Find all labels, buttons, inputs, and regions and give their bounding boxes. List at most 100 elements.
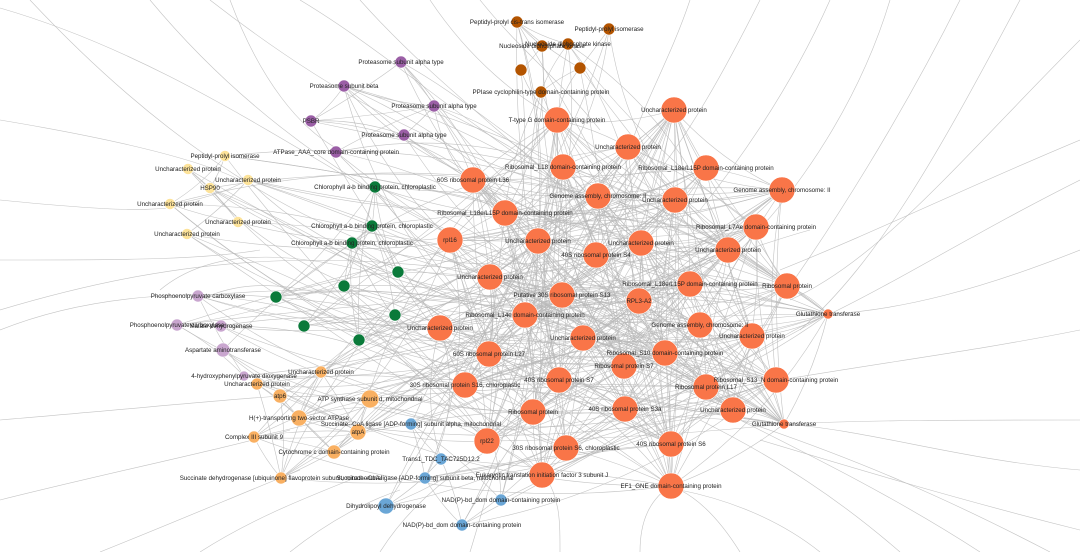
node-r15[interactable] — [714, 236, 742, 264]
node-p2[interactable] — [337, 79, 351, 93]
node-g5[interactable] — [337, 279, 351, 293]
node-b5[interactable] — [377, 497, 395, 515]
edge — [488, 353, 785, 425]
edge — [500, 240, 539, 501]
node-r28[interactable] — [651, 339, 679, 367]
node-n3[interactable] — [535, 39, 549, 53]
node-n7[interactable] — [534, 85, 548, 99]
node-o4[interactable] — [360, 389, 380, 409]
node-r40[interactable] — [528, 461, 556, 489]
node-r3[interactable] — [614, 133, 642, 161]
node-r29[interactable] — [610, 352, 638, 380]
node-b3[interactable] — [418, 471, 432, 485]
node-g9[interactable] — [352, 333, 366, 347]
node-r16[interactable] — [582, 241, 610, 269]
node-r33[interactable] — [692, 373, 720, 401]
node-l5[interactable] — [238, 370, 250, 382]
node-r4[interactable] — [549, 153, 577, 181]
node-y5[interactable] — [164, 198, 176, 210]
node-o9[interactable] — [274, 471, 288, 485]
node-r30[interactable] — [545, 366, 573, 394]
node-r5[interactable] — [692, 154, 720, 182]
node-y2[interactable] — [182, 163, 194, 175]
node-g2[interactable] — [365, 219, 379, 233]
node-r8[interactable] — [584, 182, 612, 210]
node-o6[interactable] — [247, 430, 261, 444]
node-r24[interactable] — [686, 311, 714, 339]
node-r41[interactable] — [657, 472, 685, 500]
node-g3[interactable] — [345, 236, 359, 250]
node-s1[interactable] — [822, 308, 834, 320]
node-g8[interactable] — [297, 319, 311, 333]
node-l3[interactable] — [214, 319, 228, 333]
node-r21[interactable] — [625, 287, 653, 315]
node-r13[interactable] — [524, 227, 552, 255]
node-r20[interactable] — [548, 281, 576, 309]
node-r19[interactable] — [773, 272, 801, 300]
node-g1[interactable] — [368, 180, 382, 194]
node-r25[interactable] — [569, 324, 597, 352]
node-l4[interactable] — [215, 342, 231, 358]
node-b2[interactable] — [434, 452, 448, 466]
node-r39[interactable] — [657, 430, 685, 458]
node-y1[interactable] — [219, 150, 231, 162]
node-b6[interactable] — [455, 518, 469, 532]
node-o7[interactable] — [349, 423, 367, 441]
node-label: Ribosomal protein L17 — [675, 384, 737, 391]
node-r35[interactable] — [611, 395, 639, 423]
edge — [537, 240, 626, 410]
node-o2[interactable] — [250, 377, 264, 391]
node-r2[interactable] — [660, 96, 688, 124]
node-r7[interactable] — [768, 176, 796, 204]
node-r26[interactable] — [738, 322, 766, 350]
node-p3[interactable] — [427, 99, 441, 113]
node-r32[interactable] — [451, 371, 479, 399]
node-o8[interactable] — [326, 444, 342, 460]
node-o5[interactable] — [290, 409, 308, 427]
node-r10[interactable] — [491, 199, 519, 227]
node-n1[interactable] — [510, 15, 524, 29]
node-g6[interactable] — [269, 290, 283, 304]
node-g4[interactable] — [391, 265, 405, 279]
node-r38[interactable] — [552, 434, 580, 462]
node-label: Succinate dehydrogenase [ubiquinone] fla… — [180, 475, 383, 482]
node-r31[interactable] — [762, 366, 790, 394]
node-p1[interactable] — [394, 55, 408, 69]
node-r17[interactable] — [476, 263, 504, 291]
node-s2[interactable] — [778, 418, 790, 430]
node-r27[interactable] — [475, 340, 503, 368]
node-y3[interactable] — [242, 174, 254, 186]
node-n6[interactable] — [514, 63, 528, 77]
node-y7[interactable] — [181, 228, 193, 240]
node-r14[interactable] — [627, 229, 655, 257]
node-r37[interactable] — [473, 427, 501, 455]
node-r23[interactable] — [426, 314, 454, 342]
node-l2[interactable] — [170, 318, 184, 332]
node-n4[interactable] — [561, 37, 575, 51]
node-r34[interactable] — [519, 398, 547, 426]
node-b1[interactable] — [404, 417, 418, 431]
node-label: Ribosomal protein S7 — [594, 363, 654, 370]
node-p4[interactable] — [304, 114, 318, 128]
node-y6[interactable] — [232, 216, 244, 228]
node-g7[interactable] — [388, 308, 402, 322]
node-o3[interactable] — [272, 388, 288, 404]
node-l1[interactable] — [191, 289, 205, 303]
node-b4[interactable] — [494, 493, 508, 507]
node-r1[interactable] — [543, 106, 571, 134]
node-r6[interactable] — [459, 166, 487, 194]
node-r12[interactable] — [436, 226, 464, 254]
node-r22[interactable] — [511, 301, 539, 329]
node-o1[interactable] — [314, 365, 328, 379]
node-p5[interactable] — [397, 128, 411, 142]
edge — [597, 189, 783, 203]
node-r18[interactable] — [676, 270, 704, 298]
node-r9[interactable] — [661, 186, 689, 214]
node-y4[interactable] — [204, 182, 216, 194]
node-p6[interactable] — [329, 145, 343, 159]
edge — [666, 199, 676, 445]
node-n5[interactable] — [573, 61, 587, 75]
node-n2[interactable] — [602, 22, 616, 36]
node-r11[interactable] — [742, 213, 770, 241]
node-r36[interactable] — [719, 396, 747, 424]
